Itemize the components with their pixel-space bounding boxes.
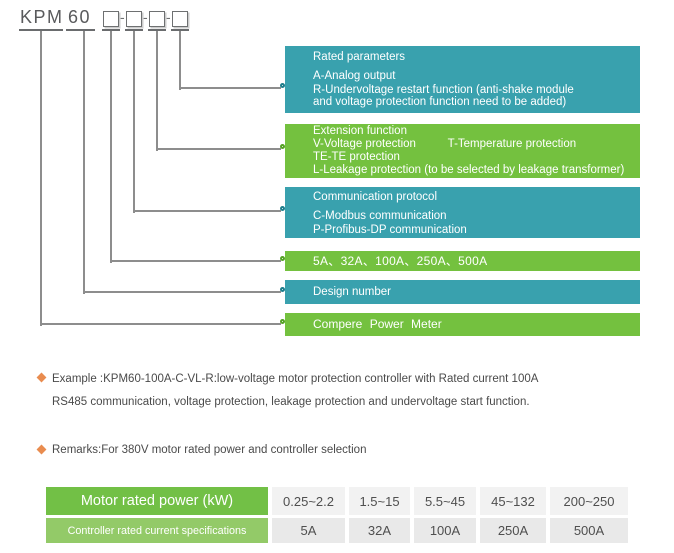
example-line-2: RS485 communication, voltage protection,… xyxy=(52,395,530,408)
selection-table: Motor rated power (kW) 0.25~2.2 1.5~15 5… xyxy=(46,487,628,543)
current-spec-header-cell: Controller rated current specifications xyxy=(46,518,268,543)
model-segment-box-2 xyxy=(126,11,142,27)
callout-title: Communication protocol xyxy=(313,191,438,203)
segment-underline xyxy=(102,29,120,31)
callout-line: and voltage protection function need to … xyxy=(313,96,567,109)
hyphen-separator: - xyxy=(120,9,125,25)
model-design-number: 60 xyxy=(68,7,92,27)
current-spec-cell: 250A xyxy=(480,518,546,543)
callout-rated-current-options: 5A、32A、100A、250A、500A xyxy=(285,251,640,271)
power-range-cell: 200~250 xyxy=(550,487,628,515)
segment-underline xyxy=(148,29,166,31)
callout-line: P-Profibus-DP communication xyxy=(313,224,467,236)
model-segment-box-3 xyxy=(149,11,165,27)
callout-title: Rated parameters xyxy=(313,51,406,63)
model-segment-box-1 xyxy=(103,11,119,27)
callout-title: Compere Power Meter xyxy=(313,317,442,331)
power-range-cell: 1.5~15 xyxy=(349,487,410,515)
callout-product-name: Compere Power Meter xyxy=(285,313,640,336)
power-range-cell: 45~132 xyxy=(480,487,546,515)
segment-underline xyxy=(125,29,143,31)
connector-line-product-name xyxy=(40,31,42,326)
hyphen-separator: - xyxy=(166,9,171,25)
callout-title: 5A、32A、100A、250A、500A xyxy=(313,254,488,268)
callout-line: R-Undervoltage restart function (anti-sh… xyxy=(313,83,574,96)
connector-dot-rated-current xyxy=(280,256,285,261)
connector-line-extension xyxy=(156,31,158,151)
current-spec-cell: 100A xyxy=(414,518,476,543)
current-spec-cell: 5A xyxy=(272,518,345,543)
connector-line-design-number xyxy=(83,31,85,294)
power-range-cell: 5.5~45 xyxy=(414,487,476,515)
connector-line-communication xyxy=(133,31,135,213)
callout-design-number: Design number xyxy=(285,280,640,304)
connector-elbow-product-name xyxy=(40,323,281,325)
segment-underline xyxy=(171,29,189,31)
motor-power-header-cell: Motor rated power (kW) xyxy=(46,487,268,515)
connector-dot-design-number xyxy=(280,287,285,292)
callout-line: C-Modbus communication xyxy=(313,210,447,222)
connector-dot-extension xyxy=(280,144,285,149)
callout-line: TE-TE protection xyxy=(313,151,400,163)
callout-rated-parameters: Rated parameters A-Analog output R-Under… xyxy=(285,46,640,113)
remarks-text: Remarks:For 380V motor rated power and c… xyxy=(52,444,367,456)
connector-elbow-design-number xyxy=(83,291,281,293)
callout-extension-function: Extension function V-Voltage protection … xyxy=(285,124,640,178)
callout-line: V-Voltage protection T-Temperature prote… xyxy=(313,138,577,150)
callout-communication-protocol: Communication protocol C-Modbus communic… xyxy=(285,187,640,238)
model-design-underline xyxy=(66,29,95,31)
connector-line-rated-parameters xyxy=(179,31,181,90)
current-spec-cell: 32A xyxy=(349,518,410,543)
callout-title: Extension function xyxy=(313,125,407,137)
model-segment-box-4 xyxy=(172,11,188,27)
connector-line-rated-current xyxy=(110,31,112,263)
callout-line: L-Leakage protection (to be selected by … xyxy=(313,164,625,176)
connector-elbow-rated-current xyxy=(110,260,281,262)
callout-title: Design number xyxy=(313,286,391,298)
callout-line: A-Analog output xyxy=(313,70,396,82)
diamond-bullet-icon xyxy=(36,372,47,383)
connector-elbow-communication xyxy=(133,210,281,212)
connector-dot-product-name xyxy=(280,319,285,324)
power-range-cell: 0.25~2.2 xyxy=(272,487,345,515)
example-text: Example :KPM60-100A-C-VL-R:low-voltage m… xyxy=(52,368,652,413)
current-spec-cell: 500A xyxy=(550,518,628,543)
diamond-bullet-icon xyxy=(36,444,47,455)
connector-elbow-rated-parameters xyxy=(179,87,281,89)
model-prefix: KPM xyxy=(20,7,64,27)
example-line-1: Example :KPM60-100A-C-VL-R:low-voltage m… xyxy=(52,373,539,385)
model-prefix-underline xyxy=(19,29,63,31)
hyphen-separator: - xyxy=(143,9,148,25)
connector-dot-rated-parameters xyxy=(280,83,285,88)
connector-elbow-extension xyxy=(156,148,281,150)
connector-dot-communication xyxy=(280,206,285,211)
